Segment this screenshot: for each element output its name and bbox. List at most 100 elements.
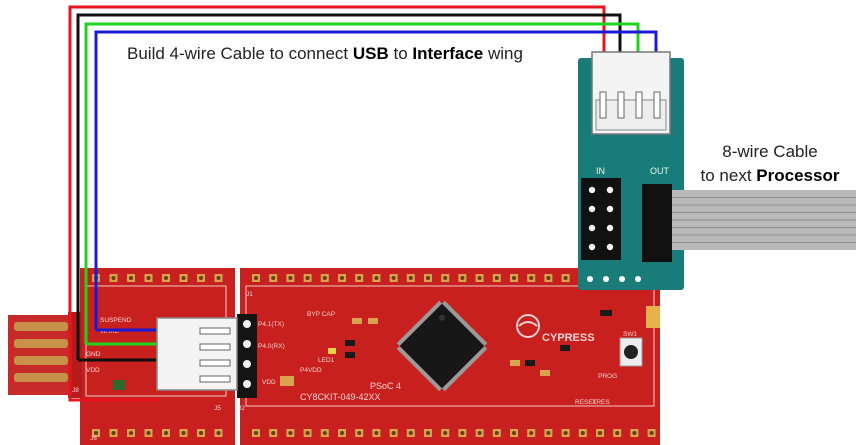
header-pin-hole [340, 431, 344, 435]
caption-suffix: wing [483, 44, 523, 63]
header-pin-hole [216, 276, 221, 280]
header-pin-hole [357, 431, 362, 435]
silk-label: J1 [246, 291, 253, 298]
header-pin-hole [181, 276, 186, 280]
component-c3 [510, 360, 520, 366]
header-pin-hole [288, 276, 293, 280]
caption-mid: to [388, 44, 413, 63]
component-r1 [345, 340, 355, 346]
header-pin-hole [615, 431, 620, 435]
header-pin-hole [426, 276, 430, 280]
wing-in-pin [606, 186, 614, 194]
wing-in-label: IN [596, 166, 605, 176]
wing-in-pin [606, 243, 614, 251]
header-pin-hole [546, 276, 551, 280]
ribbon-caption-prefix: to next [700, 166, 757, 185]
ribbon-caption-line1: 8-wire Cable [722, 142, 818, 161]
header-pin-hole [271, 431, 276, 435]
board-part: CY8CKIT-049-42XX [300, 392, 381, 402]
header-pin-hole [477, 276, 482, 280]
header-pin-hole [374, 431, 379, 435]
silk-label: P4.0(RX) [258, 343, 285, 350]
wing-out-header [642, 184, 672, 262]
wire-green [84, 22, 640, 344]
component-c6 [600, 310, 612, 316]
silk-label: SW1 [623, 331, 637, 338]
ribbon-caption-processor: Processor [756, 166, 840, 185]
header-pin-hole [512, 431, 516, 435]
header-pin-hole [288, 431, 293, 435]
header-pin-hole [199, 276, 203, 280]
silk-label: BYP CAP [307, 311, 335, 318]
wing-in-pin [606, 205, 614, 213]
ribbon-lines [672, 197, 856, 243]
header-pin-hole [494, 276, 499, 280]
silk-label: P4VDD [300, 367, 322, 374]
wire-blue [94, 30, 658, 330]
header-pin-hole [391, 431, 396, 435]
header-pin-hole [199, 431, 203, 435]
header-pin-hole [340, 276, 344, 280]
component-r2 [345, 352, 355, 358]
header-pin-hole [254, 276, 258, 280]
header-pin-hole [529, 276, 534, 280]
header-pin-hole [529, 431, 534, 435]
board-cable-plug [156, 317, 238, 391]
wing-bottom-pads [587, 276, 641, 282]
header-pin-hole [357, 276, 362, 280]
wing-in-pin [588, 224, 596, 232]
header-pin-hole [129, 431, 133, 435]
header-pin-hole [181, 431, 186, 435]
silk-label: XRES [592, 399, 610, 406]
silk-label: RESET [575, 399, 597, 406]
wing-in-pins [588, 186, 614, 251]
header-pin-hole [111, 431, 116, 435]
component-c1 [352, 318, 362, 324]
header-pin-hole [164, 431, 168, 435]
header-pin-hole [129, 276, 133, 280]
eight-wire-ribbon [672, 190, 856, 250]
four-wire-cable [68, 5, 658, 402]
header-pin-hole [494, 431, 499, 435]
header-pin-hole [443, 276, 448, 280]
component-c4 [525, 360, 535, 366]
caption-prefix: Build 4-wire Cable to connect [127, 44, 353, 63]
wing-in-header [581, 178, 621, 260]
silk-label: VDD [86, 367, 100, 374]
silk-label: J8 [72, 387, 79, 394]
wing-in-pin [588, 186, 596, 194]
header-pin-hole [305, 431, 310, 435]
header-pin-hole [216, 431, 221, 435]
header-pin-hole [460, 431, 465, 435]
component-r3 [560, 345, 570, 351]
header-pin-hole [580, 431, 585, 435]
header-j2 [237, 314, 257, 398]
header-pin-hole [322, 431, 327, 435]
cypress-brand: CYPRESS [542, 332, 595, 344]
cypress-logo: CYPRESS [516, 314, 595, 344]
header-pin-hole [305, 276, 310, 280]
header-pin-hole [146, 276, 151, 280]
wing-in-pin [588, 243, 596, 251]
usb-edge-connector [8, 315, 70, 395]
silk-label: J6 [90, 435, 97, 442]
header-pin-hole [598, 431, 602, 435]
header-pin-hole [632, 431, 637, 435]
header-pin-hole [164, 276, 168, 280]
ribbon-caption: 8-wire Cable to next Processor [690, 140, 850, 188]
header-pin-hole [254, 431, 258, 435]
main-caption: Build 4-wire Cable to connect USB to Int… [127, 44, 523, 64]
silk-label: J2 [238, 405, 245, 412]
header-pin-hole [512, 276, 516, 280]
silk-label: GND [86, 351, 101, 358]
silk-label: J5 [214, 405, 221, 412]
header-pin-hole [408, 276, 413, 280]
silk-label: LED1 [318, 357, 335, 364]
header-pin-hole [443, 431, 448, 435]
wing-usb-connector [591, 51, 671, 135]
header-pin-hole [374, 276, 379, 280]
header-pin-hole [460, 276, 465, 280]
left-bottom-header-pins [92, 429, 223, 437]
interface-wing: IN OUT [578, 51, 684, 290]
wing-in-pin [588, 205, 596, 213]
